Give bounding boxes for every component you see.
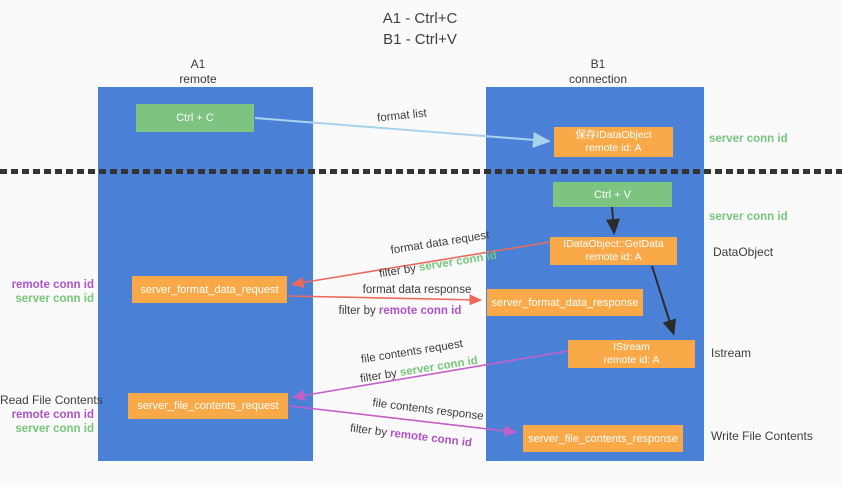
title-line-ctrl-v: B1 - Ctrl+V	[383, 31, 457, 48]
section-divider-dotted-line	[0, 169, 842, 174]
node-server-format-data-response-label: server_format_data_response	[491, 296, 639, 309]
node-server-file-contents-request-label: server_file_contents_request	[137, 400, 279, 412]
right-server-conn-id-copy-label: server conn id	[709, 133, 788, 145]
node-server-file-contents-response-label: server_file_contents_response	[528, 432, 678, 445]
node-idataobject-getdata: IDataObject::GetData remote id: A	[550, 237, 677, 265]
diagram-title: A1 - Ctrl+C B1 - Ctrl+V	[330, 8, 510, 50]
left-read-file-contents-label: Read File Contents	[0, 393, 103, 407]
format-data-response-label: format data response	[362, 284, 472, 296]
right-dataobject-label: DataObject	[713, 245, 774, 259]
node-idataobject-getdata-line1: IDataObject::GetData	[563, 238, 664, 250]
lane-b1-header: B1 connection	[486, 57, 710, 87]
file-contents-response-label: file contents response	[371, 397, 485, 423]
node-ctrl-v: Ctrl + V	[553, 182, 672, 207]
node-server-format-data-response: server_format_data_response	[487, 289, 643, 316]
title-line-ctrl-c: A1 - Ctrl+C	[382, 10, 458, 27]
lane-a1-header: A1 remote	[98, 57, 298, 87]
node-save-idataobject: 保存IDataObject remote id: A	[554, 127, 673, 157]
remote-conn-id-key: remote conn id	[389, 427, 473, 450]
node-istream-line1: IStream	[613, 341, 650, 353]
node-save-idataobject-line2: remote id: A	[585, 142, 642, 154]
lane-b1-name: B1	[590, 57, 606, 71]
node-istream-line2: remote id: A	[603, 354, 660, 366]
node-server-file-contents-request: server_file_contents_request	[128, 393, 288, 419]
left-server-conn-id-format-label: server conn id	[15, 293, 94, 305]
lane-a1-name: A1	[190, 57, 206, 71]
filter-by-prefix: filter by	[359, 367, 401, 386]
remote-conn-id-key: remote conn id	[378, 305, 462, 317]
node-istream: IStream remote id: A	[568, 340, 695, 368]
filter-by-prefix: filter by	[349, 422, 391, 440]
node-ctrl-c: Ctrl + C	[136, 104, 254, 132]
lane-a1-role: remote	[179, 72, 217, 86]
right-server-conn-id-paste-label: server conn id	[709, 211, 788, 223]
format-data-response-arrow	[288, 294, 483, 306]
format-data-response-filter-label: filter by remote conn id	[339, 305, 462, 317]
file-contents-response-filter-label: filter by remote conn id	[349, 423, 472, 450]
node-ctrl-c-label: Ctrl + C	[176, 112, 214, 124]
filter-by-prefix: filter by	[338, 305, 379, 317]
left-remote-conn-id-file-label: remote conn id	[11, 409, 94, 421]
filter-by-prefix: filter by	[378, 262, 420, 281]
left-remote-conn-id-format-label: remote conn id	[11, 279, 94, 291]
format-list-label: format list	[376, 107, 428, 125]
lane-b1-role: connection	[568, 72, 628, 86]
node-idataobject-getdata-line2: remote id: A	[585, 251, 642, 263]
node-ctrl-v-label: Ctrl + V	[594, 188, 631, 201]
right-write-file-contents-label: Write File Contents	[711, 429, 813, 443]
node-save-idataobject-line1: 保存IDataObject	[575, 129, 652, 141]
right-istream-label: Istream	[711, 346, 752, 360]
node-server-format-data-request: server_format_data_request	[132, 276, 287, 303]
node-server-format-data-request-label: server_format_data_request	[140, 283, 279, 296]
node-server-file-contents-response: server_file_contents_response	[523, 425, 683, 452]
server-conn-id-key: server conn id	[399, 354, 479, 379]
left-server-conn-id-file-label: server conn id	[15, 423, 94, 435]
